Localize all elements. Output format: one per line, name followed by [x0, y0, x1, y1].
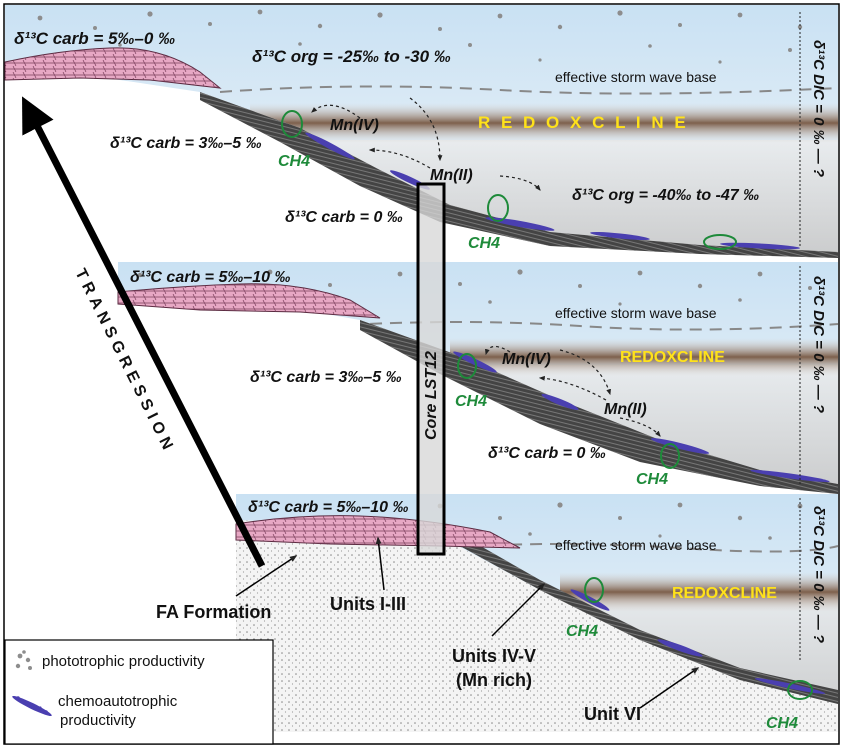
units-i-iii-label: Units I-III — [330, 594, 406, 614]
panel-3-carb-top: δ¹³C carb = 5‰–10 ‰ — [248, 499, 409, 516]
units-iv-v-sublabel: (Mn rich) — [456, 670, 532, 690]
panel-2-phototrophic-dots — [137, 269, 812, 306]
legend-chemoautotrophic-1: chemoautotrophic — [58, 693, 178, 710]
fa-formation-label: FA Formation — [156, 602, 271, 622]
unit-vi-label: Unit VI — [584, 704, 641, 724]
panel-3-redoxcline-band — [560, 572, 838, 612]
panel-2-mn-cycle-arrows — [485, 345, 661, 437]
panel-1-carb-top: δ¹³C carb = 5‰–0 ‰ — [14, 29, 175, 48]
legend-chemoautotrophic-2: productivity — [60, 712, 136, 729]
panel-3-ch4-a: CH4 — [566, 623, 598, 640]
legend-box — [4, 639, 274, 745]
panel-2-redoxcline-band — [450, 338, 838, 376]
legend-phototrophic: phototrophic productivity — [42, 653, 205, 670]
chemoautotrophic-cluster-icon — [12, 695, 52, 717]
panel-1-mn-cycle-arrows — [311, 97, 541, 191]
panel-1-platform-hatch — [5, 47, 220, 88]
panel-1-ch4-a: CH4 — [278, 153, 310, 170]
panel-2-carb-deep: δ¹³C carb = 0 ‰ — [488, 445, 606, 462]
panel-2-mn-iv: Mn(IV) — [502, 351, 551, 368]
panel-2-ch4-b: CH4 — [636, 471, 668, 488]
panel-2-methane-swirl-icon — [457, 353, 680, 469]
panel-1-org-top: δ¹³C org = -25‰ to -30 ‰ — [252, 47, 451, 66]
panel-1-carb-deep: δ¹³C carb = 0 ‰ — [285, 209, 403, 226]
panel-1-dic: δ¹³C DIC = 0 ‰ — ? — [810, 40, 827, 177]
panel-2-storm-wave-base — [329, 321, 839, 331]
panel-3-basement-dots — [236, 520, 838, 732]
panel-3-phototrophic-dots — [437, 502, 803, 540]
units-iv-v-label: Units IV-V — [452, 646, 536, 666]
panel-2: δ¹³C carb = 5‰–10 ‰ effective storm wave… — [117, 262, 839, 494]
panel-1-carb-mid: δ¹³C carb = 3‰–5 ‰ — [110, 135, 262, 152]
panel-1-storm-label: effective storm wave base — [555, 69, 717, 85]
panel-1-storm-wave-base — [219, 85, 839, 95]
panel-2-redoxcline: REDOXCLINE — [620, 349, 725, 366]
unit-labels: FA Formation Units I-III Units IV-V (Mn … — [156, 536, 700, 724]
panel-2-platform-hatch — [118, 283, 380, 318]
panel-1-seafloor — [5, 74, 838, 258]
panel-2-dic: δ¹³C DIC = 0 ‰ — ? — [810, 276, 827, 413]
core-lst12: Core LST12 — [416, 182, 446, 556]
panel-2-mn-ii: Mn(II) — [604, 401, 647, 418]
legend: phototrophic productivity chemoautotroph… — [4, 639, 274, 745]
panel-2-storm-label: effective storm wave base — [555, 305, 717, 321]
panel-3-platform-hatch — [236, 515, 520, 548]
panel-1-redoxcline: R E D O X C L I N E — [478, 113, 689, 132]
panel-1-phototrophic-dots — [37, 9, 803, 64]
core-lst12-label: Core LST12 — [423, 351, 440, 440]
panel-3-dic: δ¹³C DIC = 0 ‰ — ? — [810, 506, 827, 643]
panel-3: δ¹³C carb = 5‰–10 ‰ effective storm wave… — [235, 494, 839, 732]
panel-2-carb-mid: δ¹³C carb = 3‰–5 ‰ — [250, 369, 402, 386]
fa-formation-leader — [235, 555, 298, 597]
units-i-iii-leader — [375, 536, 385, 591]
panel-1-methane-swirl-icon — [281, 110, 737, 250]
core-lst12-column — [416, 182, 446, 556]
panel-2-carb-top: δ¹³C carb = 5‰–10 ‰ — [130, 269, 291, 286]
panel-1-org-deep: δ¹³C org = -40‰ to -47 ‰ — [572, 187, 759, 204]
panel-3-storm-wave-base — [429, 543, 839, 553]
panel-3-redoxcline: REDOXCLINE — [672, 585, 777, 602]
panel-1-mn-ii: Mn(II) — [430, 167, 473, 184]
transgression-arrow-shaft — [22, 96, 266, 568]
panel-3-ch4-b: CH4 — [766, 715, 798, 732]
panel-3-storm-label: effective storm wave base — [555, 537, 717, 553]
panel-3-methane-swirl-icon — [584, 577, 813, 700]
panel-1-mn-iv: Mn(IV) — [330, 117, 379, 134]
units-iv-v-leader — [491, 582, 546, 637]
unit-vi-leader — [639, 667, 700, 709]
panel-2-ch4-a: CH4 — [455, 393, 487, 410]
panel-1-ch4-b: CH4 — [468, 235, 500, 252]
panel-1-redoxcline-band — [250, 103, 838, 143]
phototrophic-dots-icon — [15, 650, 32, 670]
